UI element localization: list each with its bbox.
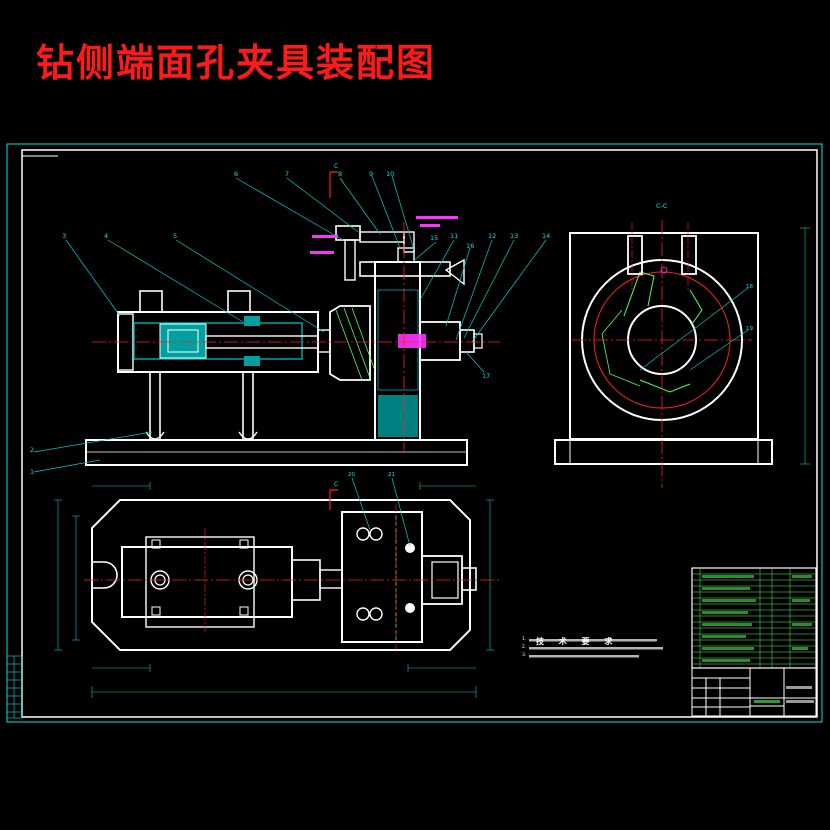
tech-requirement-1: 1. [522,637,527,642]
balloon-16: 16 [466,242,474,250]
balloon-15: 15 [430,234,438,242]
balloon-4: 4 [104,232,108,240]
tech-requirements-title: 技 术 要 求 [536,637,619,646]
cut-label-top: C [334,163,338,170]
balloon-5: 5 [173,232,177,240]
binding-margin-block [6,655,23,719]
leader-lines [33,175,547,473]
balloon-1: 1 [30,468,34,476]
parts-list-table [691,567,817,669]
balloon-11: 11 [450,232,458,240]
balloon-labels-front: 6 7 8 9 10 3 4 5 11 12 13 14 2 1 15 16 1… [30,170,550,476]
tech-requirement-2: 2. [522,645,527,650]
top-view: C 20 21 [84,472,500,651]
balloon-17: 17 [482,372,490,380]
balloon-20: 20 [348,472,355,478]
front-view: C [85,163,500,466]
balloon-6: 6 [234,170,238,178]
balloon-2: 2 [30,446,34,454]
drawing-frame [6,143,823,723]
balloon-21: 21 [388,472,395,478]
title-block [691,667,817,717]
dimension-lines [54,482,494,698]
balloon-18: 18 [746,284,753,290]
balloon-12: 12 [488,232,496,240]
balloon-19: 19 [746,326,753,332]
balloon-14: 14 [542,232,550,240]
drawing-title: 钻侧端面孔夹具装配图 [36,40,437,85]
balloon-9: 9 [369,170,373,178]
balloon-8: 8 [338,170,342,178]
balloon-7: 7 [285,170,289,178]
side-view-section: C-C 18 19 [554,202,810,488]
cut-label-bottom: C [334,481,338,488]
balloon-3: 3 [62,232,66,240]
balloon-10: 10 [386,170,394,178]
section-view-label: C-C [656,202,668,210]
balloon-13: 13 [510,232,518,240]
tech-requirement-3: 3. [522,653,527,658]
